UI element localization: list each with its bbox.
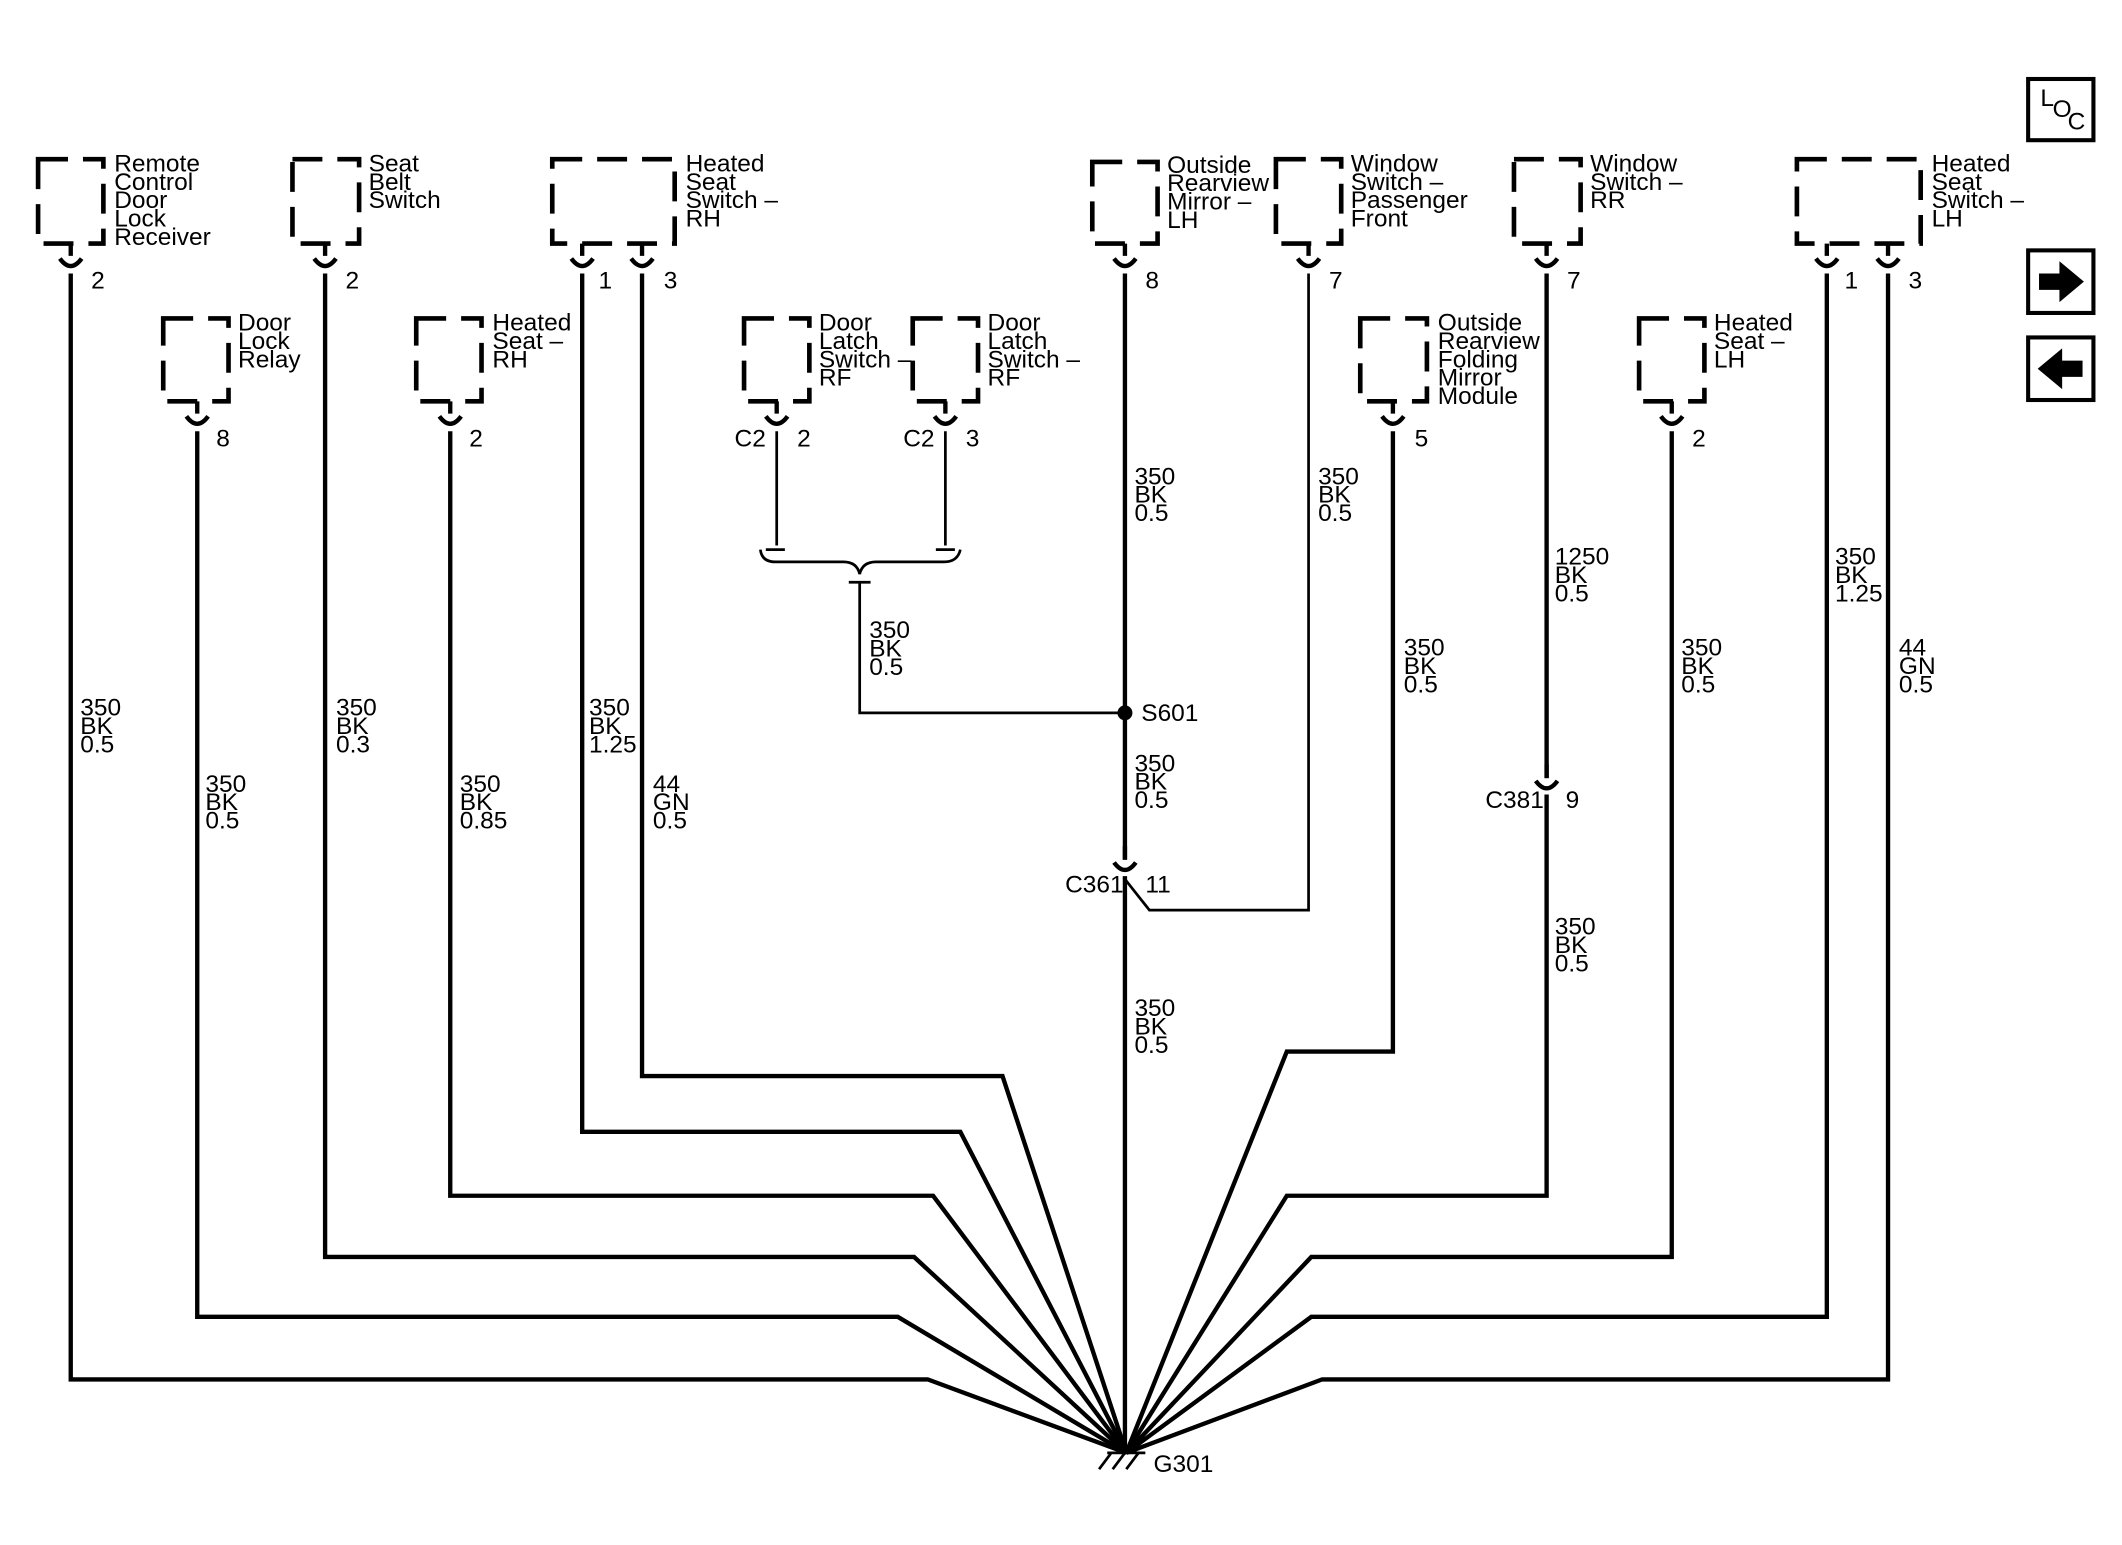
wire-heated-seat-switch-lh-3	[1125, 273, 1891, 1455]
wire-door-lock-relay	[195, 431, 1128, 1455]
pin-number: 2	[91, 267, 105, 294]
right-arrow-icon	[2039, 261, 2084, 303]
splice-s601-dot	[1117, 705, 1133, 721]
pin-number: 2	[797, 425, 811, 452]
wire-seat-belt	[322, 273, 1128, 1455]
wire-folding-mirror	[1124, 431, 1396, 1454]
loc-letter-o: O	[2053, 96, 2072, 123]
wire-heated-seat-switch-lh-1	[1125, 273, 1830, 1455]
wire-remote-control	[68, 273, 1128, 1455]
svg-text:C361: C361	[1065, 871, 1124, 898]
loc-letter-c: C	[2068, 108, 2086, 135]
pin-number: 3	[664, 267, 678, 294]
inline-connector-c361: C361 11	[1065, 846, 1171, 898]
pin-number: 1	[599, 267, 613, 294]
splice-s601-label: S601	[1141, 700, 1198, 727]
svg-text:11: 11	[1145, 871, 1170, 898]
pin-number: 1	[1845, 267, 1859, 294]
ground-g301: G301	[1097, 1451, 1213, 1478]
pin-number: 7	[1567, 267, 1581, 294]
pin-terminals: 2 2 1 3 8 7 7 1 3 8 2 2 3 5 2	[58, 243, 1922, 452]
loc-letter-l: L	[2040, 85, 2054, 112]
inline-connector-c381: C381 9	[1485, 764, 1580, 814]
connector-c2-right: C2	[903, 425, 934, 452]
left-arrow-icon	[2037, 348, 2083, 390]
wire-heated-seat-rh	[448, 431, 1129, 1455]
wire-heated-seat-switch-rh-3	[639, 273, 1129, 1454]
pin-number: 8	[216, 425, 230, 452]
pin-number: 2	[346, 267, 360, 294]
pin-number: 2	[469, 425, 483, 452]
pin-number: 5	[1415, 425, 1429, 452]
connector-c2-left: C2	[735, 425, 766, 452]
loc-button[interactable]: L O C	[2026, 76, 2096, 143]
wire-c381-to-ground	[1124, 794, 1549, 1455]
previous-page-button[interactable]	[2026, 335, 2096, 403]
pin-number: 3	[1908, 267, 1922, 294]
next-page-button[interactable]	[2026, 248, 2096, 315]
wire-heated-seat-lh	[1124, 431, 1674, 1455]
svg-text:C381: C381	[1485, 787, 1544, 814]
wires	[68, 273, 1891, 1455]
pin-number: 8	[1145, 267, 1159, 294]
pin-number: 7	[1329, 267, 1343, 294]
wire-heated-seat-switch-rh-1	[580, 273, 1129, 1454]
ground-label: G301	[1153, 1451, 1213, 1478]
pin-number: 3	[966, 425, 980, 452]
svg-text:9: 9	[1566, 787, 1580, 814]
pin-number: 2	[1692, 425, 1706, 452]
